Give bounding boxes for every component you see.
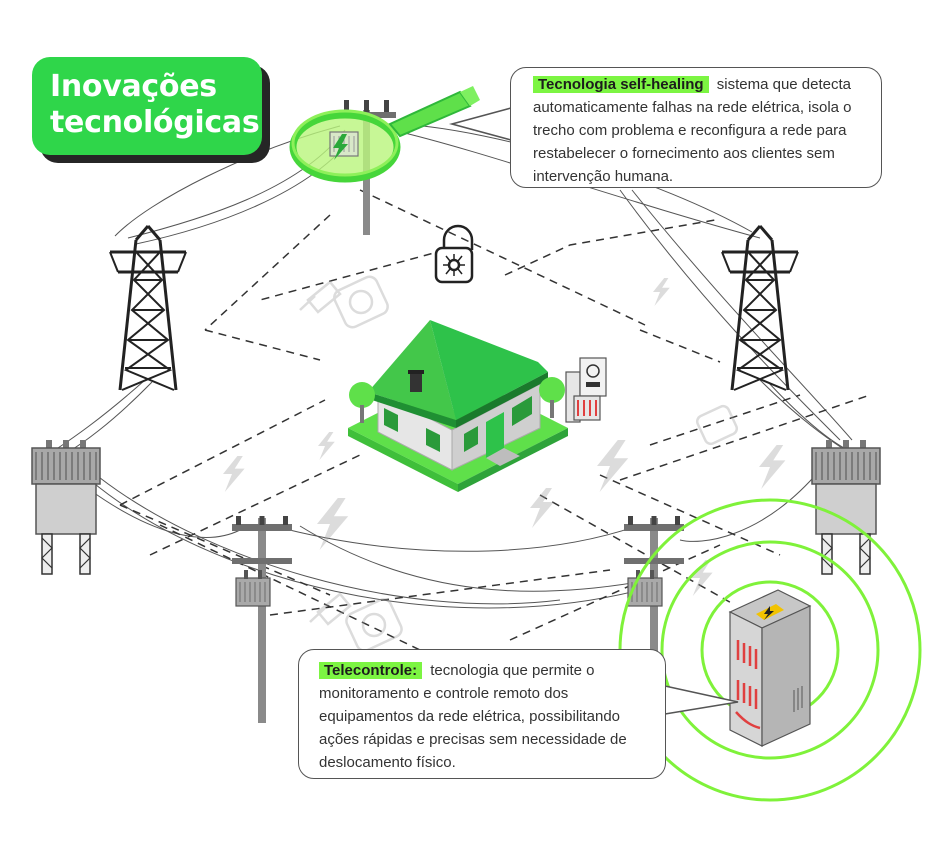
title-badge: Inovações tecnológicas <box>32 57 262 155</box>
self-healing-text: sistema que detecta automaticamente falh… <box>533 76 852 185</box>
self-healing-label: Tecnologia self-healing <box>533 76 709 93</box>
faded-background-icons <box>223 275 786 652</box>
power-plug-icon <box>299 280 352 626</box>
padlock-chip-icon <box>434 224 474 284</box>
magnifier-icon <box>289 86 480 183</box>
house-icon <box>348 320 568 492</box>
electric-meter-icon <box>565 357 607 423</box>
power-socket-icon <box>333 275 739 652</box>
self-healing-callout: Tecnologia self-healing sistema que dete… <box>510 67 882 188</box>
dashed-grid <box>119 189 871 651</box>
control-cabinet-icon <box>728 589 812 747</box>
telecontrole-callout: Telecontrole: tecnologia que permite o m… <box>298 649 666 779</box>
title-line-2: tecnológicas <box>50 105 260 140</box>
title-line-1: Inovações <box>50 69 217 104</box>
telecontrole-text: tecnologia que permite o monitoramento e… <box>319 662 627 771</box>
telecontrole-label: Telecontrole: <box>319 662 423 679</box>
